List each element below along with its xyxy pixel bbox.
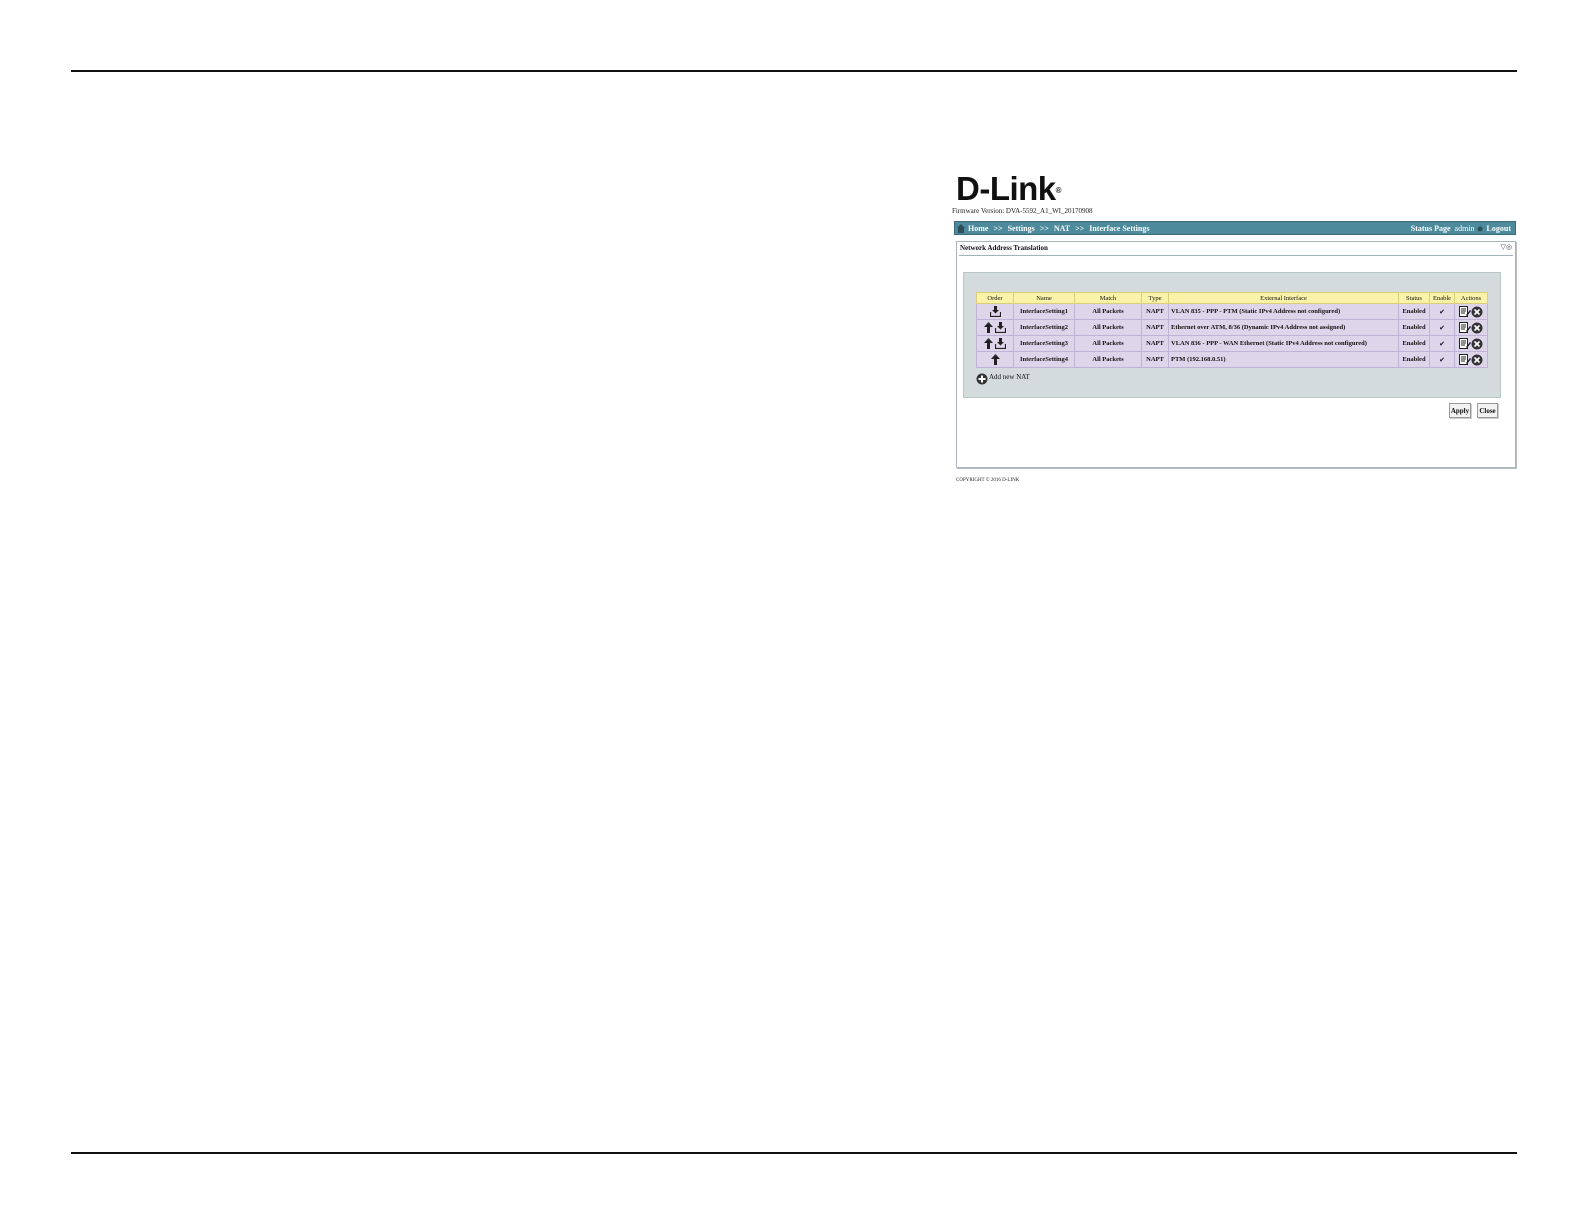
edit-icon[interactable]: [1459, 338, 1471, 349]
external-interface-cell: VLAN 835 - PPP - PTM (Static IPv4 Addres…: [1168, 303, 1399, 320]
column-header-type: Type: [1141, 292, 1169, 304]
type-cell: NAPT: [1141, 319, 1169, 336]
move-up-icon[interactable]: [990, 354, 1000, 365]
top-rule: [71, 70, 1517, 72]
move-down-icon[interactable]: [995, 338, 1006, 349]
enable-cell: ✔: [1429, 351, 1455, 368]
breadcrumb-home[interactable]: Home: [968, 224, 989, 233]
column-header-order: Order: [976, 292, 1014, 304]
collapse-icon[interactable]: ▽◎: [1500, 243, 1513, 251]
column-header-match: Match: [1074, 292, 1142, 304]
edit-icon[interactable]: [1459, 322, 1471, 333]
status-page-link[interactable]: Status Page: [1410, 224, 1451, 233]
move-down-icon[interactable]: [989, 306, 1001, 317]
enable-cell: ✔: [1429, 319, 1455, 336]
enable-checkbox[interactable]: ✔: [1439, 323, 1445, 332]
breadcrumb-separator: >>: [1075, 224, 1085, 233]
user-name: admin: [1454, 224, 1475, 233]
status-cell: Enabled: [1398, 303, 1430, 320]
move-down-icon[interactable]: [995, 322, 1006, 333]
breadcrumb-settings[interactable]: Settings: [1007, 224, 1035, 233]
order-cell: [976, 303, 1014, 320]
nat-table-container: Order Name Match Type External Interface…: [963, 272, 1501, 398]
external-interface-cell: Ethernet over ATM, 8/36 (Dynamic IPv4 Ad…: [1168, 319, 1399, 336]
external-interface-cell: VLAN 836 - PPP - WAN Ethernet (Static IP…: [1168, 335, 1399, 352]
order-cell: [976, 319, 1014, 336]
nat-panel: Network Address Translation ▽◎ Order Nam…: [956, 241, 1516, 468]
match-cell: All Packets: [1074, 351, 1142, 368]
breadcrumb-separator: >>: [993, 224, 1003, 233]
column-header-enable: Enable: [1429, 292, 1455, 304]
top-right-links: Status Page admin Logout: [1409, 224, 1511, 233]
enable-checkbox[interactable]: ✔: [1439, 355, 1445, 364]
status-cell: Enabled: [1398, 319, 1430, 336]
logout-link[interactable]: Logout: [1486, 224, 1511, 233]
firmware-version: Firmware Version: DVA-5592_A1_WI_2017090…: [952, 207, 1093, 215]
dlink-logo: D-Link®: [956, 170, 1062, 207]
order-cell: [976, 351, 1014, 368]
match-cell: All Packets: [1074, 335, 1142, 352]
logout-icon[interactable]: [1477, 226, 1483, 232]
column-header-status: Status: [1398, 292, 1430, 304]
match-cell: All Packets: [1074, 319, 1142, 336]
order-cell: [976, 335, 1014, 352]
apply-button[interactable]: Apply: [1449, 403, 1471, 418]
delete-icon[interactable]: [1471, 338, 1483, 350]
move-up-icon[interactable]: [984, 322, 993, 333]
add-icon: [976, 373, 988, 385]
name-cell: InterfaceSetting3: [1013, 335, 1075, 352]
enable-checkbox[interactable]: ✔: [1439, 339, 1445, 348]
actions-cell: [1454, 303, 1488, 320]
move-up-icon[interactable]: [984, 338, 993, 349]
enable-checkbox[interactable]: ✔: [1439, 307, 1445, 316]
enable-cell: ✔: [1429, 303, 1455, 320]
type-cell: NAPT: [1141, 351, 1169, 368]
type-cell: NAPT: [1141, 335, 1169, 352]
breadcrumb-nat[interactable]: NAT: [1053, 224, 1071, 233]
delete-icon[interactable]: [1471, 354, 1483, 366]
navigation-bar: Home >> Settings >> NAT >> Interface Set…: [954, 221, 1516, 235]
actions-cell: [1454, 335, 1488, 352]
name-cell: InterfaceSetting1: [1013, 303, 1075, 320]
bottom-rule: [71, 1152, 1517, 1154]
column-header-actions: Actions: [1454, 292, 1488, 304]
type-cell: NAPT: [1141, 303, 1169, 320]
status-cell: Enabled: [1398, 351, 1430, 368]
match-cell: All Packets: [1074, 303, 1142, 320]
edit-icon[interactable]: [1459, 306, 1471, 317]
name-cell: InterfaceSetting2: [1013, 319, 1075, 336]
panel-divider: [959, 255, 1513, 256]
add-nat-label: Add new NAT: [989, 373, 1030, 381]
status-cell: Enabled: [1398, 335, 1430, 352]
breadcrumb-current: Interface Settings: [1089, 224, 1150, 233]
router-screenshot: D-Link® Firmware Version: DVA-5592_A1_WI…: [952, 172, 1520, 502]
breadcrumb: Home >> Settings >> NAT >> Interface Set…: [968, 224, 1152, 233]
column-header-external-interface: External Interface: [1168, 292, 1399, 304]
delete-icon[interactable]: [1471, 306, 1483, 318]
nat-table: Order Name Match Type External Interface…: [976, 292, 1488, 368]
name-cell: InterfaceSetting4: [1013, 351, 1075, 368]
column-header-name: Name: [1013, 292, 1075, 304]
close-button[interactable]: Close: [1477, 403, 1498, 418]
external-interface-cell: PTM (192.168.0.51): [1168, 351, 1399, 368]
breadcrumb-separator: >>: [1039, 224, 1049, 233]
actions-cell: [1454, 351, 1488, 368]
edit-icon[interactable]: [1459, 354, 1471, 365]
add-nat-link[interactable]: Add new NAT: [976, 373, 1030, 385]
delete-icon[interactable]: [1471, 322, 1483, 334]
enable-cell: ✔: [1429, 335, 1455, 352]
copyright: COPYRIGHT © 2016 D-LINK: [956, 478, 1020, 483]
home-icon[interactable]: [957, 224, 965, 233]
actions-cell: [1454, 319, 1488, 336]
panel-title: Network Address Translation: [960, 244, 1048, 252]
